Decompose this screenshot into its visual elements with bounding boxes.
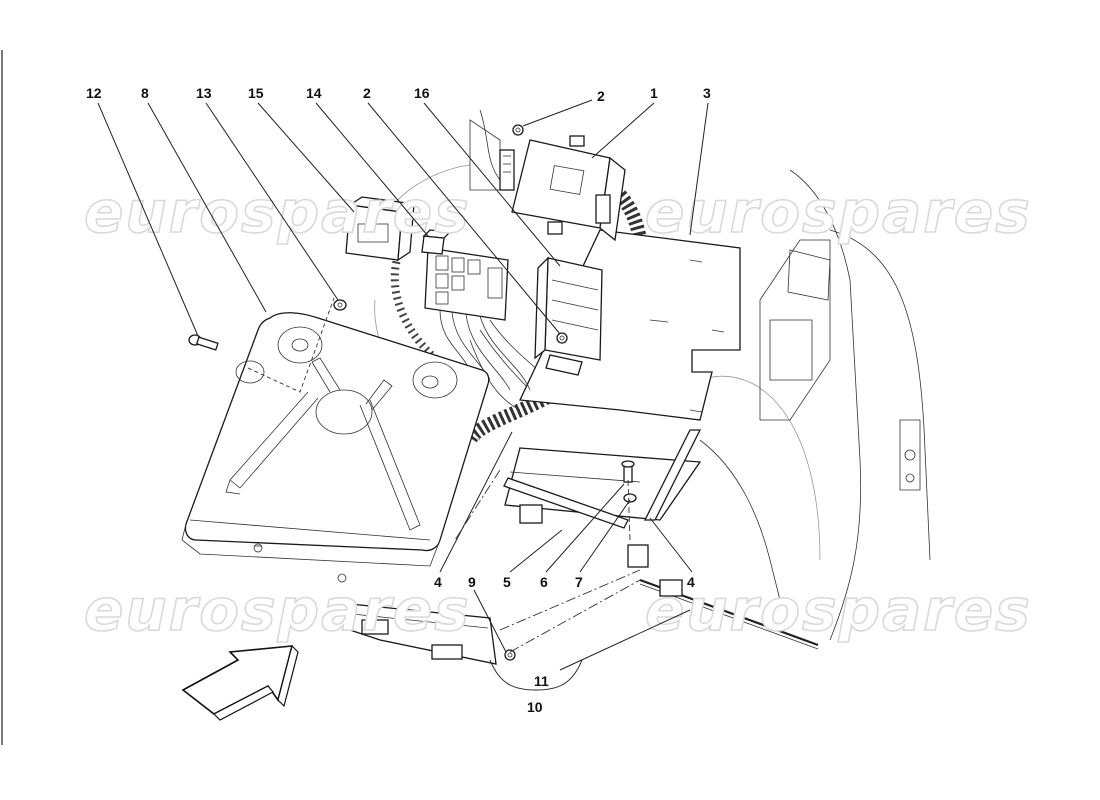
callout-6: 6 <box>540 574 548 590</box>
callout-9: 9 <box>468 574 476 590</box>
washer <box>623 493 637 503</box>
callout-8: 8 <box>141 85 149 101</box>
callout-labels: 12 8 13 15 14 2 16 2 1 3 4 9 5 6 7 4 11 … <box>86 85 711 715</box>
nut <box>556 332 568 344</box>
bolt <box>188 334 219 351</box>
small-relay <box>421 229 452 255</box>
callout-4: 4 <box>687 574 695 590</box>
leader-lines <box>97 99 709 671</box>
car-body-background <box>374 109 931 641</box>
callout-13: 13 <box>196 85 212 101</box>
callout-10: 10 <box>527 699 543 715</box>
callout-3: 3 <box>703 85 711 101</box>
rubber-strip <box>503 477 629 529</box>
callout-11: 11 <box>534 673 549 689</box>
arrow-icon <box>181 644 299 721</box>
watermarks: eurospares eurospares eurospares eurospa… <box>83 177 1032 645</box>
callout-7: 7 <box>575 574 583 590</box>
relay <box>345 196 416 262</box>
clip <box>519 504 543 524</box>
watermark-text: eurospares <box>84 576 471 644</box>
fuse-box <box>424 247 531 391</box>
callout-5: 5 <box>503 574 511 590</box>
screw <box>621 460 635 483</box>
callout-14: 14 <box>306 85 322 101</box>
nut <box>512 124 524 136</box>
clip <box>659 579 683 597</box>
callout-2: 2 <box>363 85 371 101</box>
lower-bracket <box>349 603 497 665</box>
watermark-text: eurospares <box>84 178 471 246</box>
nut <box>504 649 516 661</box>
clip <box>627 544 649 568</box>
control-unit <box>499 135 626 242</box>
brace <box>489 659 583 691</box>
watermark-text: eurospares <box>645 178 1032 246</box>
washer <box>333 299 347 311</box>
callout-12: 12 <box>86 85 102 101</box>
callout-1: 1 <box>650 85 658 101</box>
watermark-text: eurospares <box>645 576 1032 644</box>
callout-2: 2 <box>597 88 605 104</box>
rubber-strip-side <box>643 429 702 521</box>
callout-15: 15 <box>248 85 264 101</box>
callout-16: 16 <box>414 85 430 101</box>
cover-panel <box>181 312 490 583</box>
callout-4: 4 <box>434 574 442 590</box>
